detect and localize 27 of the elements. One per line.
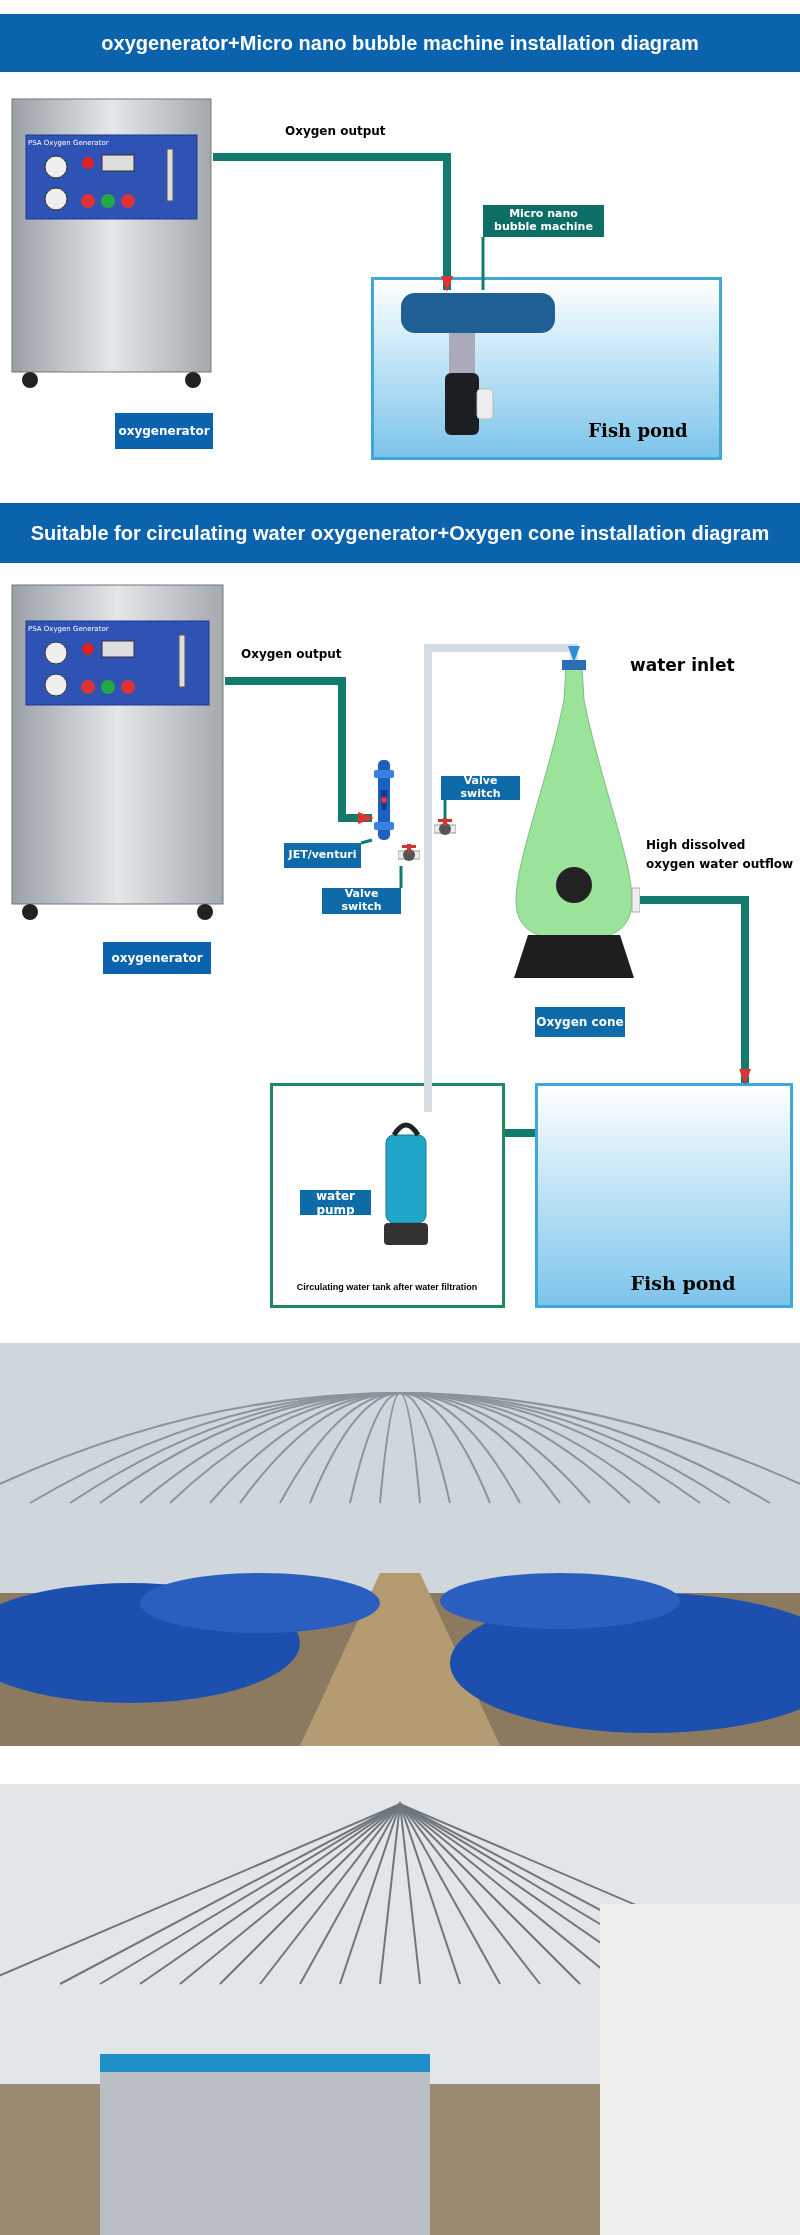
leader-line <box>481 237 485 290</box>
edge-label: Oxygen output <box>285 123 387 140</box>
pond-panel <box>535 1083 793 1308</box>
edge-label: High dissolved oxygen water outflow <box>646 837 795 874</box>
leader-line <box>399 866 403 888</box>
section-heading: oxygenerator+Micro nano bubble machine installation diagram <box>0 14 800 72</box>
edge-label: Oxygen output <box>241 646 343 663</box>
inlet-label: water inlet <box>630 655 736 677</box>
tank-caption: Circulating water tank after water filtration <box>295 1282 479 1294</box>
pump-label: water pump <box>300 1190 371 1215</box>
callout-label: JET/venturi <box>284 843 361 868</box>
section-heading: Suitable for circulating water oxygenerator+Oxygen cone installation diagram <box>0 503 800 563</box>
machine-label: oxygenerator <box>115 413 213 449</box>
pond-label: Fish pond <box>587 420 689 443</box>
callout-label: Micro nano bubble machine <box>483 205 604 237</box>
pipe-arrow <box>424 644 580 1112</box>
cone-label: Oxygen cone <box>535 1007 625 1037</box>
pond-label: Fish pond <box>629 1272 737 1296</box>
pipe-arrow <box>213 153 453 292</box>
pond-panel <box>371 277 722 460</box>
callout-label: Valve switch <box>441 776 520 800</box>
callout-label: Valve switch <box>322 888 401 914</box>
machine-label: oxygenerator <box>103 942 211 974</box>
tank-outline <box>270 1083 505 1308</box>
leader-line <box>360 838 373 845</box>
leader-line <box>443 800 447 818</box>
pipe-arrow <box>225 677 374 824</box>
